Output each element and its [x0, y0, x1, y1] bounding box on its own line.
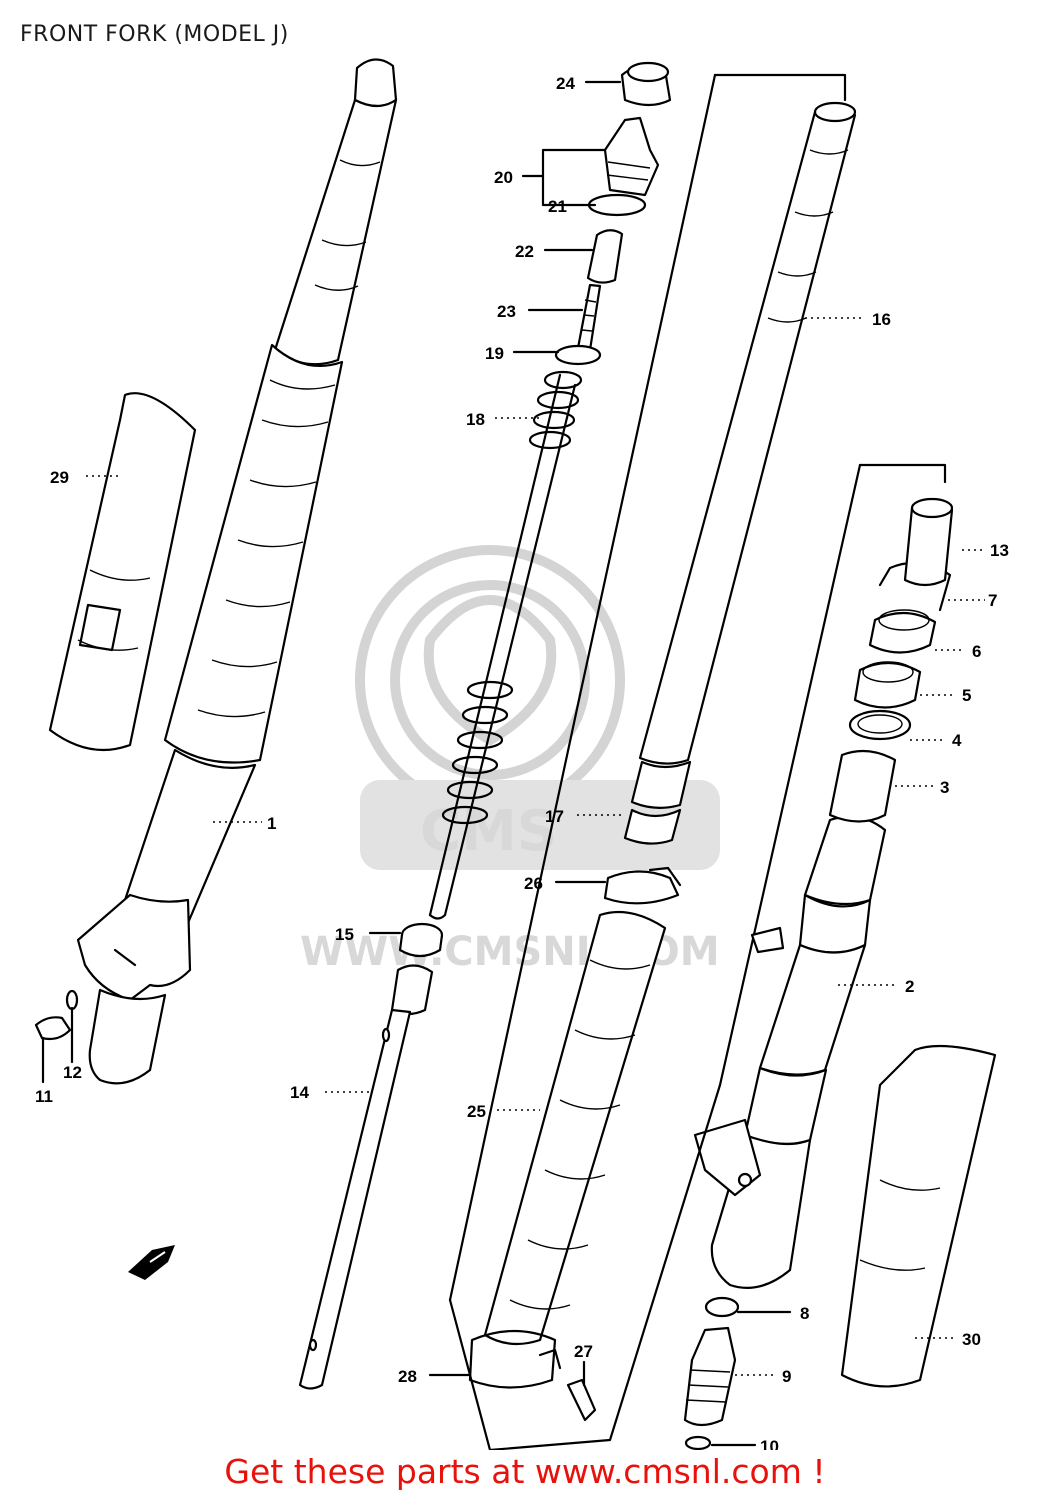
callout-labels: 1 2 3 4 5 6 7 8 9 10 11 12 13 14 15 16 1…	[35, 74, 1009, 1450]
watermark-brand: CMS	[420, 799, 557, 864]
callout-5: 5	[962, 686, 971, 705]
callout-25: 25	[467, 1102, 486, 1121]
callout-30: 30	[962, 1330, 981, 1349]
part-1-left-fork-assembly	[76, 58, 398, 1085]
part-24-cap	[620, 61, 672, 107]
part-5-oil-seal	[853, 661, 922, 709]
part-10-drain-plug	[684, 1435, 712, 1450]
part-23-rod	[576, 283, 602, 352]
part-21-o-ring	[587, 193, 647, 217]
callout-20: 20	[494, 168, 513, 187]
callout-29: 29	[50, 468, 69, 487]
part-15-ring	[398, 922, 444, 958]
callout-12: 12	[63, 1063, 82, 1082]
callout-22: 22	[515, 242, 534, 261]
callout-28: 28	[398, 1367, 417, 1386]
part-18-spring	[428, 370, 583, 920]
part-14-damper-rod	[298, 964, 434, 1390]
part-2-right-outer-tube	[693, 463, 947, 1289]
part-12-washer	[65, 989, 79, 1011]
callout-8: 8	[800, 1304, 809, 1323]
callout-3: 3	[940, 778, 949, 797]
callout-6: 6	[972, 642, 981, 661]
part-17-bush	[623, 760, 692, 845]
callout-16: 16	[872, 310, 891, 329]
part-8-washer	[704, 1296, 740, 1318]
callout-11: 11	[35, 1087, 53, 1106]
part-26-clamp	[603, 866, 682, 905]
callout-18: 18	[466, 410, 485, 429]
front-direction-arrow-icon	[128, 1245, 175, 1280]
part-11-bolt	[34, 1016, 72, 1041]
callout-4: 4	[952, 731, 962, 750]
callout-19: 19	[485, 344, 504, 363]
callout-27: 27	[574, 1342, 593, 1361]
part-13-dust-seal-tube	[903, 497, 954, 587]
callout-14: 14	[290, 1083, 309, 1102]
callout-17: 17	[545, 807, 564, 826]
part-3-bush	[828, 749, 897, 823]
callout-23: 23	[497, 302, 516, 321]
callout-2: 2	[905, 977, 914, 996]
callout-13: 13	[990, 541, 1009, 560]
callout-21: 21	[548, 197, 567, 216]
part-20-cap-bolt	[603, 116, 660, 197]
callout-26: 26	[524, 874, 543, 893]
leader-lines	[41, 80, 985, 1447]
part-22-spacer	[586, 229, 624, 284]
part-4-washer	[848, 709, 912, 741]
callout-24: 24	[556, 74, 575, 93]
callout-15: 15	[335, 925, 354, 944]
part-29-left-guard	[48, 392, 197, 752]
part-28-clamp	[468, 1329, 562, 1389]
footer-link-text[interactable]: Get these parts at www.cmsnl.com !	[224, 1452, 826, 1491]
part-9-damper-bolt	[683, 1326, 737, 1427]
part-27-screw	[566, 1378, 597, 1422]
callout-9: 9	[782, 1367, 791, 1386]
part-19-washer	[554, 344, 602, 366]
part-6-seal	[868, 609, 937, 654]
callout-10: 10	[760, 1437, 779, 1450]
front-fork-exploded-diagram: CMS WWW.CMSNL.COM	[34, 58, 1009, 1450]
callout-1: 1	[267, 814, 276, 833]
page-title: FRONT FORK (MODEL J)	[20, 22, 289, 47]
part-30-right-guard	[840, 1044, 997, 1388]
callout-7: 7	[988, 591, 997, 610]
part-16-inner-tube-box	[578, 73, 857, 765]
